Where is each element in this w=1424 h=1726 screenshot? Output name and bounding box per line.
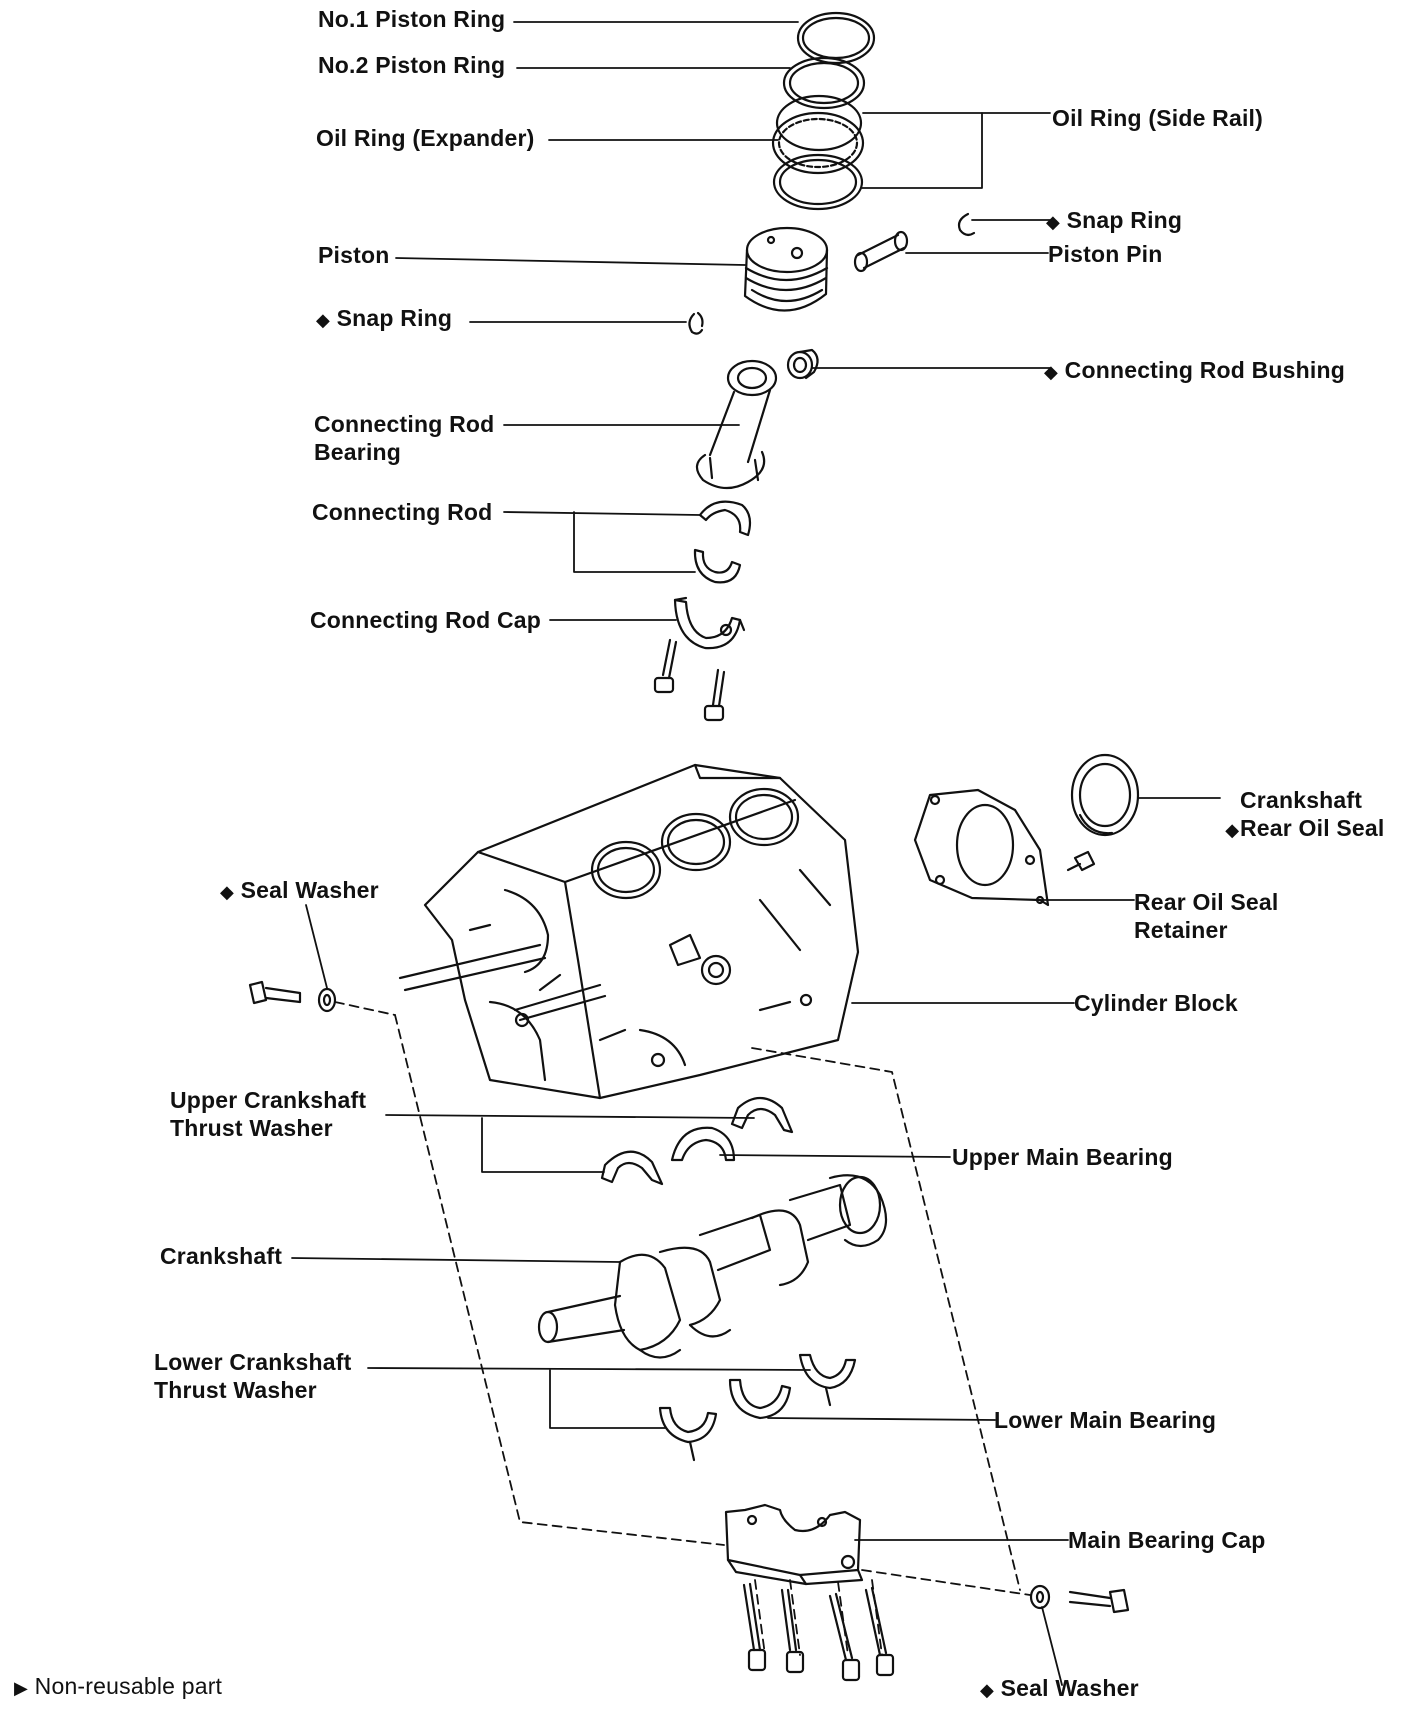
legend-marker-icon: ▶ bbox=[14, 1678, 29, 1698]
assembly-dashed-outline bbox=[334, 1001, 1031, 1656]
label-lower-main-bearing: Lower Main Bearing bbox=[994, 1407, 1217, 1433]
label-snap-ring-left: Snap Ring bbox=[336, 305, 453, 331]
upper-main-bearing-illustration bbox=[670, 1126, 736, 1162]
label-piston-pin: Piston Pin bbox=[1048, 241, 1163, 267]
connecting-rod-bushing-illustration bbox=[786, 348, 819, 380]
label-cylinder-block: Cylinder Block bbox=[1074, 990, 1238, 1016]
connecting-rod-cap-bolts-illustration bbox=[653, 638, 726, 722]
left-bolt-illustration bbox=[248, 980, 302, 1005]
lower-thrust-washer-left-illustration bbox=[658, 1406, 718, 1462]
legend-text: Non-reusable part bbox=[34, 1673, 223, 1699]
label-snap-ring-right: Snap Ring bbox=[1066, 207, 1183, 233]
main-bearing-cap-illustration bbox=[724, 1503, 864, 1586]
label-connecting-rod: Connecting Rod bbox=[312, 499, 493, 525]
leader-lines bbox=[291, 21, 1221, 1686]
label-rear-oil-seal-retainer: Rear Oil Seal Retainer bbox=[1134, 889, 1279, 943]
piston-illustration bbox=[743, 226, 829, 312]
non-reusable-marker-icon: ◆ bbox=[316, 310, 331, 330]
piston-rings-illustration bbox=[771, 11, 876, 211]
label-crankshaft-rear-oil-seal-row: ◆ bbox=[1212, 786, 1239, 844]
connecting-rod-bearing-lower-illustration bbox=[693, 548, 742, 584]
crankshaft-rear-oil-seal-illustration bbox=[1070, 753, 1140, 837]
label-connecting-rod-bearing: Connecting Rod Bearing bbox=[314, 411, 495, 465]
label-piston: Piston bbox=[318, 242, 390, 268]
connecting-rod-cap-illustration bbox=[673, 596, 746, 650]
label-main-bearing-cap: Main Bearing Cap bbox=[1068, 1527, 1266, 1553]
retainer-bolt-illustration bbox=[1066, 850, 1096, 872]
label-crankshaft-rear-oil-seal: Crankshaft Rear Oil Seal bbox=[1240, 787, 1385, 841]
crankshaft-illustration bbox=[537, 1174, 888, 1359]
upper-thrust-washer-right-illustration bbox=[730, 1096, 794, 1134]
snap-ring-left-illustration bbox=[688, 311, 704, 335]
label-upper-crankshaft-thrust-washer: Upper Crankshaft Thrust Washer bbox=[170, 1087, 367, 1141]
legend: ▶ Non-reusable part bbox=[14, 1672, 222, 1702]
non-reusable-marker-icon: ◆ bbox=[220, 882, 235, 902]
piston-pin-illustration bbox=[853, 230, 909, 273]
connecting-rod-bearing-upper-illustration bbox=[698, 500, 752, 537]
label-seal-washer-top-row: ◆ Seal Washer bbox=[220, 876, 379, 906]
non-reusable-marker-icon: ◆ bbox=[1044, 362, 1059, 382]
seal-washer-right-illustration bbox=[1029, 1584, 1051, 1610]
non-reusable-marker-icon: ◆ bbox=[1225, 820, 1240, 840]
label-connecting-rod-bushing-row: ◆ Connecting Rod Bushing bbox=[1044, 356, 1345, 386]
label-oil-ring-side-rail: Oil Ring (Side Rail) bbox=[1052, 105, 1264, 131]
label-snap-ring-left-row: ◆ Snap Ring bbox=[316, 304, 452, 334]
label-snap-ring-right-row: ◆ Snap Ring bbox=[1046, 206, 1182, 236]
non-reusable-marker-icon: ◆ bbox=[980, 1680, 995, 1700]
label-seal-washer-bottom-row: ◆ Seal Washer bbox=[980, 1674, 1139, 1704]
snap-ring-right-illustration bbox=[957, 212, 976, 237]
label-connecting-rod-cap: Connecting Rod Cap bbox=[310, 607, 542, 633]
label-seal-washer-top: Seal Washer bbox=[240, 877, 379, 903]
non-reusable-marker-icon: ◆ bbox=[1046, 212, 1061, 232]
connecting-rod-illustration bbox=[695, 359, 778, 490]
label-connecting-rod-bushing: Connecting Rod Bushing bbox=[1064, 357, 1346, 383]
label-seal-washer-bottom: Seal Washer bbox=[1000, 1675, 1139, 1701]
upper-thrust-washer-left-illustration bbox=[600, 1150, 664, 1186]
cylinder-block-illustration bbox=[398, 763, 860, 1100]
label-oil-ring-expander: Oil Ring (Expander) bbox=[316, 125, 535, 151]
seal-washer-left-illustration bbox=[317, 987, 337, 1013]
rear-oil-seal-retainer-illustration bbox=[913, 788, 1050, 907]
right-bolt-illustration bbox=[1068, 1588, 1130, 1614]
main-bearing-cap-bolts-illustration bbox=[742, 1582, 895, 1682]
label-no2-piston-ring: No.2 Piston Ring bbox=[318, 52, 506, 78]
label-lower-crankshaft-thrust-washer: Lower Crankshaft Thrust Washer bbox=[154, 1349, 352, 1403]
label-upper-main-bearing: Upper Main Bearing bbox=[952, 1144, 1173, 1170]
lower-main-bearing-illustration bbox=[728, 1378, 792, 1420]
label-crankshaft: Crankshaft bbox=[160, 1243, 283, 1269]
lower-thrust-washer-right-illustration bbox=[798, 1353, 857, 1407]
label-no1-piston-ring: No.1 Piston Ring bbox=[318, 6, 506, 32]
